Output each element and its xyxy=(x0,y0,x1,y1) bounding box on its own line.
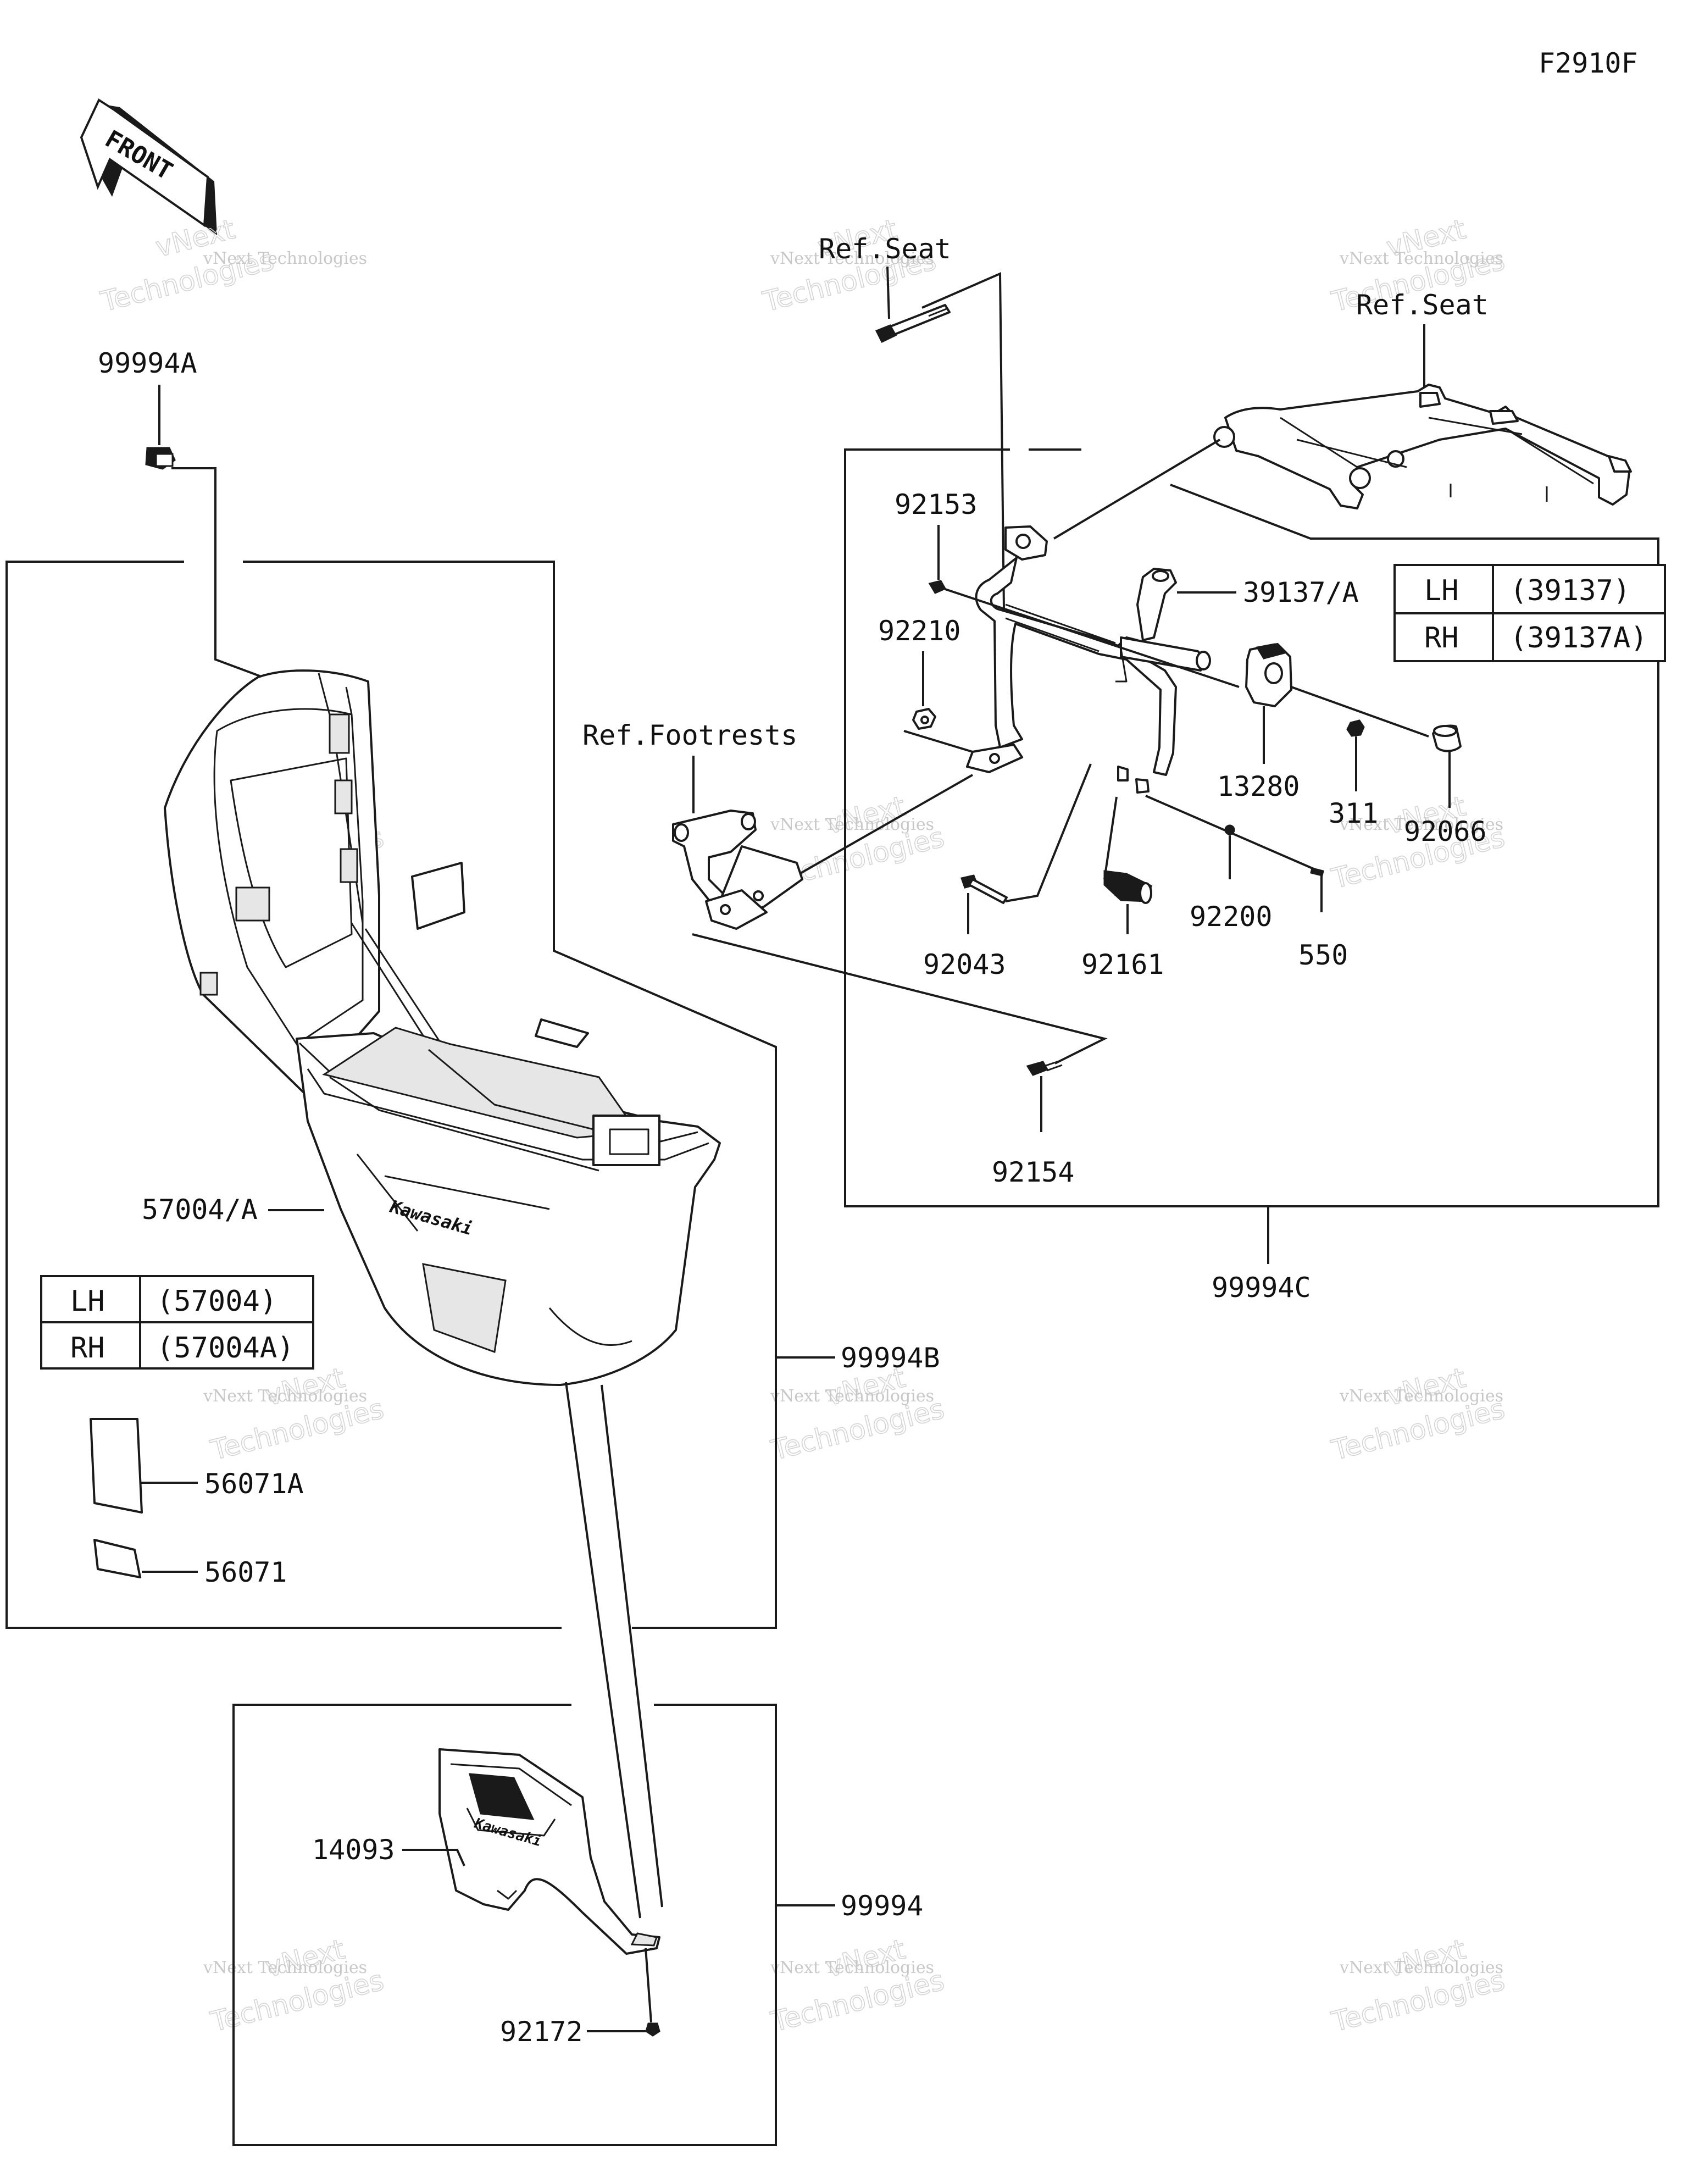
svg-text:vNext Technologies: vNext Technologies xyxy=(203,1387,367,1406)
label-99994A: 99994A xyxy=(98,347,197,379)
label-92154: 92154 xyxy=(992,1156,1075,1188)
part-92043-bolt xyxy=(960,874,1008,904)
svg-text:vNext Technologies: vNext Technologies xyxy=(770,1387,934,1406)
part-13280-clamp xyxy=(1245,643,1292,707)
label-13280: 13280 xyxy=(1217,771,1300,802)
svg-text:vNext Technologies: vNext Technologies xyxy=(1339,1387,1503,1406)
ref-seat-right: Ref.Seat xyxy=(1356,289,1489,321)
case-table-part-rh: (57004A) xyxy=(157,1332,294,1365)
case-table-side-lh: LH xyxy=(70,1285,105,1318)
svg-text:vNext Technologies: vNext Technologies xyxy=(1339,815,1503,834)
ref-footrests: Ref.Footrests xyxy=(582,719,797,751)
case-table-side-rh: RH xyxy=(70,1332,105,1365)
svg-text:vNext Technologies: vNext Technologies xyxy=(770,1958,934,1977)
label-92200: 92200 xyxy=(1190,901,1273,933)
case-table-part-lh: (57004) xyxy=(157,1285,277,1318)
ref-footrest-bracket xyxy=(672,810,803,930)
part-14093-cover: Kawasaki xyxy=(438,1748,660,1955)
label-92172: 92172 xyxy=(500,2016,583,2048)
label-14093: 14093 xyxy=(312,1834,395,1866)
part-92153-bolt xyxy=(928,580,947,594)
part-seat-bolt xyxy=(875,304,951,343)
bracket-table-part-lh: (39137) xyxy=(1510,574,1630,607)
bracket-table-side-rh: RH xyxy=(1424,622,1459,655)
part-92161-damper xyxy=(1103,870,1152,904)
label-550: 550 xyxy=(1298,939,1348,971)
part-92154-screw xyxy=(1026,1060,1063,1076)
svg-text:vNext Technologies: vNext Technologies xyxy=(1339,249,1503,268)
svg-text:vNext Technologies: vNext Technologies xyxy=(1339,1958,1503,1977)
part-39137A-bracket xyxy=(966,525,1211,794)
label-92043: 92043 xyxy=(923,949,1006,980)
part-92210-nut xyxy=(912,708,936,730)
part-56071A-sticker xyxy=(90,1418,143,1514)
bracket-table-side-lh: LH xyxy=(1424,574,1459,607)
svg-text:vNext Technologies: vNext Technologies xyxy=(770,815,934,834)
svg-text:vNext Technologies: vNext Technologies xyxy=(770,249,934,268)
bracket-variant-table: LH (39137) RH (39137A) xyxy=(1393,564,1666,662)
label-99994C: 99994C xyxy=(1212,1272,1311,1304)
part-550-pin xyxy=(1310,867,1324,877)
label-92161: 92161 xyxy=(1081,949,1164,980)
watermark-text: vNext Technologies xyxy=(203,249,367,268)
label-39137A: 39137/A xyxy=(1243,577,1359,608)
part-57004A-side-case: Kawasaki xyxy=(164,669,721,1386)
label-99994B: 99994B xyxy=(841,1342,940,1374)
label-92153: 92153 xyxy=(895,489,978,520)
label-311: 311 xyxy=(1329,797,1378,829)
sticker-case-inner xyxy=(535,1018,589,1048)
ref-seat-left: Ref.Seat xyxy=(819,233,951,265)
label-99994: 99994 xyxy=(841,1890,924,1922)
ref-seat-subframe xyxy=(1213,384,1632,509)
kit-box-99994 xyxy=(232,1704,777,2146)
part-99994A-bolt xyxy=(145,447,176,470)
bracket-table-part-rh: (39137A) xyxy=(1510,622,1647,655)
svg-text:vNext Technologies: vNext Technologies xyxy=(203,1958,367,1977)
label-57004A: 57004/A xyxy=(142,1194,258,1226)
part-92172-screw xyxy=(645,2022,660,2037)
label-56071: 56071 xyxy=(204,1556,287,1588)
front-arrow-icon: FRONT xyxy=(80,98,217,235)
part-92066-cap xyxy=(1432,724,1462,752)
label-92066: 92066 xyxy=(1404,816,1487,847)
kit-box-99994C xyxy=(844,448,1659,1207)
label-92210: 92210 xyxy=(878,615,961,647)
part-311-nut xyxy=(1346,719,1365,737)
label-56071A: 56071A xyxy=(204,1468,304,1500)
diagram-code: F2910F xyxy=(1539,47,1638,79)
kit-box-99994B xyxy=(5,561,777,1629)
sticker-case-top xyxy=(411,862,465,930)
case-variant-table: LH (57004) RH (57004A) xyxy=(40,1275,314,1370)
part-56071-sticker xyxy=(93,1539,141,1578)
